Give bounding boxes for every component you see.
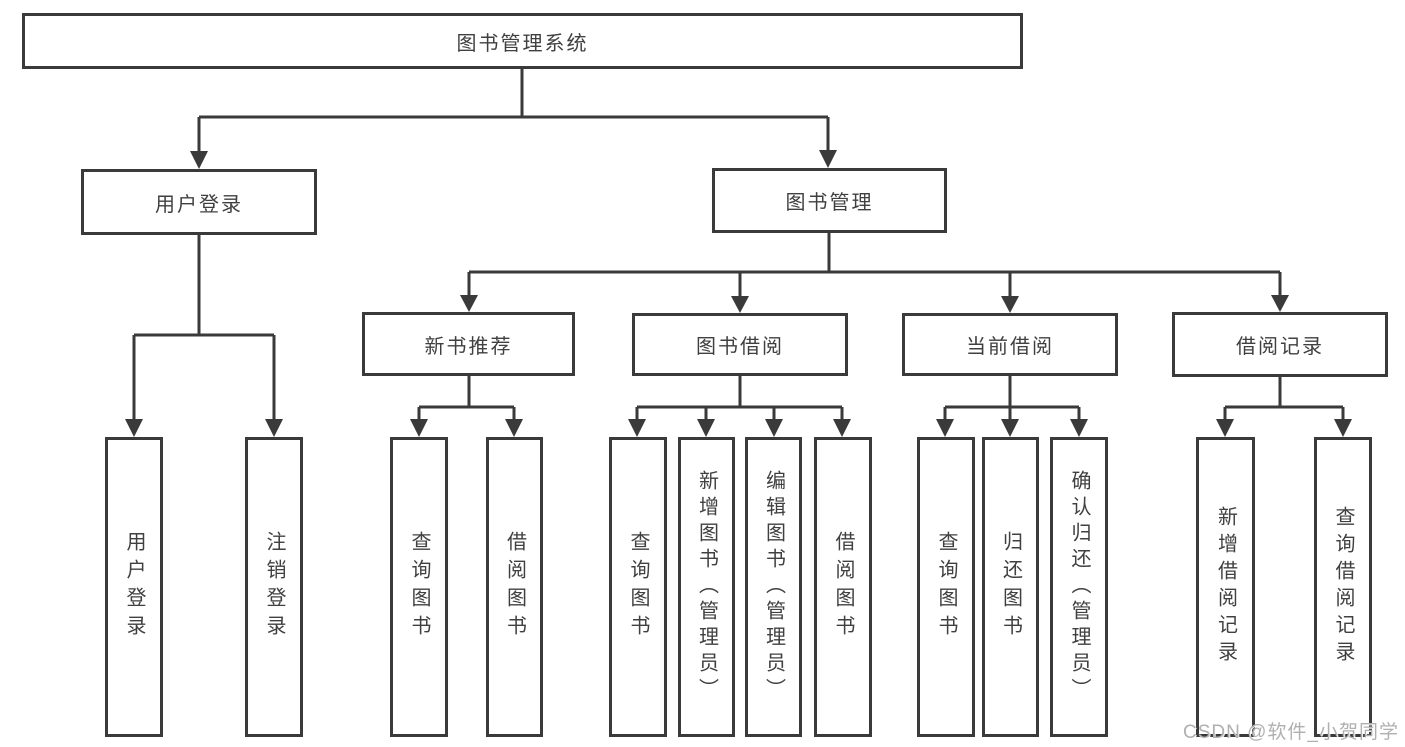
arrow-user-login: [190, 151, 208, 169]
connector-root-trunk: [197, 69, 830, 152]
csdn-watermark: CSDN @软件_小贺同学: [1183, 722, 1399, 743]
node-book-management: 图书管理: [712, 168, 947, 233]
leaf-add-borrow-record: 新增借阅记录: [1196, 437, 1255, 737]
connector-borrow: [635, 376, 844, 420]
node-book-borrowing: 图书借阅: [632, 313, 848, 376]
leaf-query-books-current: 查询图书: [917, 437, 975, 737]
leaf-query-books-recommend: 查询图书: [390, 437, 448, 737]
leaf-query-books-borrow: 查询图书: [609, 437, 667, 737]
node-new-book-recommend: 新书推荐: [362, 312, 575, 376]
leaf-add-books-admin: 新增图书（管理员）: [678, 437, 735, 737]
leaf-query-borrow-record: 查询借阅记录: [1314, 437, 1372, 737]
leaf-confirm-return-admin: 确认归还（管理员）: [1050, 437, 1108, 737]
node-current-borrowing: 当前借阅: [902, 313, 1118, 376]
leaf-borrow-books: 借阅图书: [814, 437, 872, 737]
connector-user-login: [132, 235, 276, 420]
leaf-borrow-books-recommend: 借阅图书: [486, 437, 543, 737]
node-borrowing-records: 借阅记录: [1172, 312, 1388, 377]
leaf-user-login: 用户登录: [105, 437, 163, 737]
leaf-return-books: 归还图书: [982, 437, 1039, 737]
leaf-logout: 注销登录: [245, 437, 303, 737]
connector-records: [1223, 377, 1345, 420]
arrow-book-mgmt: [819, 150, 837, 168]
node-user-login: 用户登录: [81, 169, 317, 235]
connector-book-mgmt: [467, 233, 1282, 296]
node-library-system-root: 图书管理系统: [22, 13, 1023, 69]
connector-new-rec: [417, 376, 516, 420]
leaf-edit-books-admin: 编辑图书（管理员）: [745, 437, 802, 737]
connector-current: [943, 376, 1081, 420]
